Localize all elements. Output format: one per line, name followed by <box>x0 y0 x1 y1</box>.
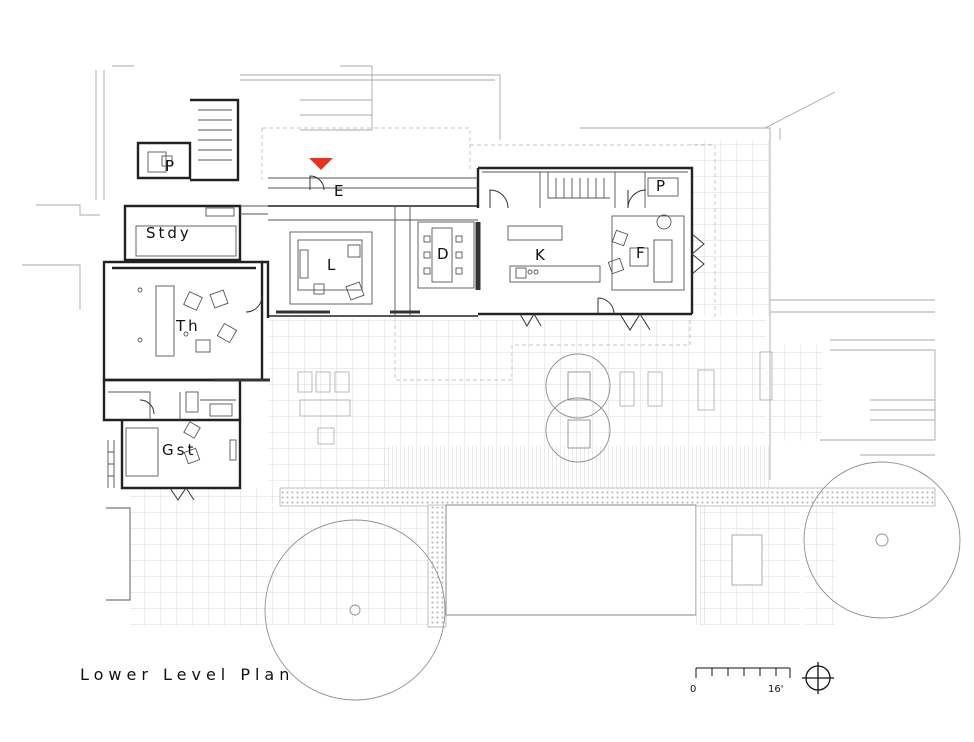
north-arrow-icon <box>802 662 834 694</box>
room-label-guest: Gst <box>162 441 196 459</box>
room-label-powder-east: P <box>656 177 668 195</box>
furniture <box>125 151 685 477</box>
room-label-family: F <box>636 244 648 262</box>
outdoor-furniture <box>297 351 773 445</box>
room-labels: E P P Stdy Th Gst L D K F <box>146 157 668 459</box>
trees <box>264 353 961 701</box>
room-label-kitchen: K <box>535 246 548 264</box>
room-label-entry: E <box>334 182 346 200</box>
room-label-theater: Th <box>175 317 201 335</box>
entry-marker-icon <box>309 158 333 170</box>
pool <box>279 487 936 628</box>
site-context <box>22 65 936 480</box>
room-label-living: L <box>327 256 338 274</box>
room-label-dining: D <box>437 245 452 263</box>
plan-title: Lower Level Plan <box>80 665 295 684</box>
room-label-study: Stdy <box>146 224 192 242</box>
scale-end-label: 16' <box>768 684 783 695</box>
scale-bar: 0 16' <box>690 667 791 695</box>
roof-overhang <box>261 127 716 381</box>
doors <box>139 175 705 501</box>
scale-start-label: 0 <box>690 684 696 695</box>
room-label-powder-west: P <box>165 157 177 175</box>
glazing <box>214 222 481 382</box>
